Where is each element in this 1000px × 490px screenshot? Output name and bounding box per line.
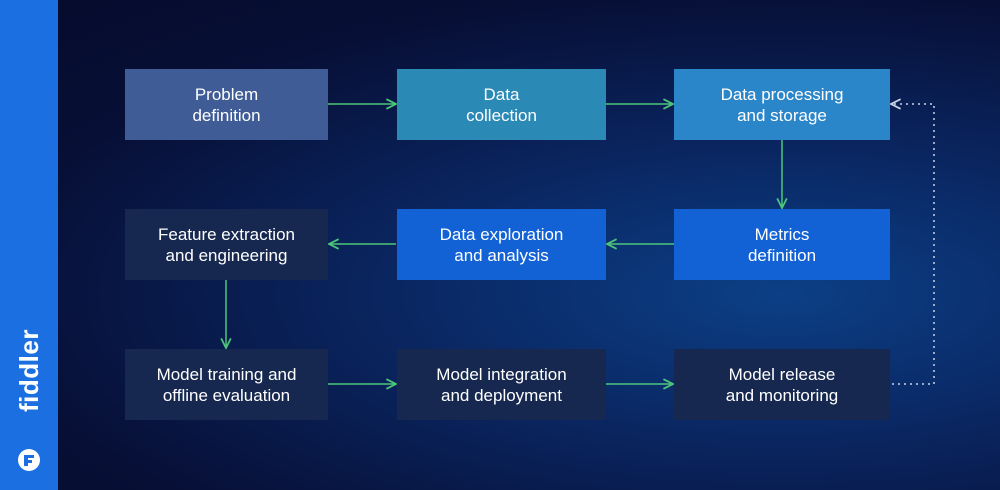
node-data-collection: Data collection [397, 69, 606, 140]
node-data-exploration: Data exploration and analysis [397, 209, 606, 280]
node-metrics-definition-label: Metrics definition [747, 224, 817, 265]
node-data-processing-label: Data processing and storage [720, 84, 844, 125]
node-feature-extraction-label: Feature extraction and engineering [157, 224, 295, 265]
node-metrics-definition: Metrics definition [674, 209, 890, 280]
node-data-exploration-label: Data exploration and analysis [439, 224, 564, 265]
feedback-loop-release-to-processing [891, 104, 935, 385]
node-model-training-label: Model training and offline evaluation [156, 364, 297, 405]
node-model-training: Model training and offline evaluation [125, 349, 328, 420]
node-problem-definition: Problem definition [125, 69, 328, 140]
node-model-release: Model release and monitoring [674, 349, 890, 420]
brand-sidebar: fiddler [0, 0, 58, 490]
node-problem-definition-label: Problem definition [192, 84, 261, 125]
node-data-processing: Data processing and storage [674, 69, 890, 140]
node-model-release-label: Model release and monitoring [725, 364, 839, 405]
node-model-integration-label: Model integration and deployment [436, 364, 567, 405]
brand: fiddler [0, 329, 58, 472]
node-feature-extraction: Feature extraction and engineering [125, 209, 328, 280]
fiddler-logo-icon [18, 449, 40, 471]
node-model-integration: Model integration and deployment [397, 349, 606, 420]
node-data-collection-label: Data collection [466, 84, 537, 125]
